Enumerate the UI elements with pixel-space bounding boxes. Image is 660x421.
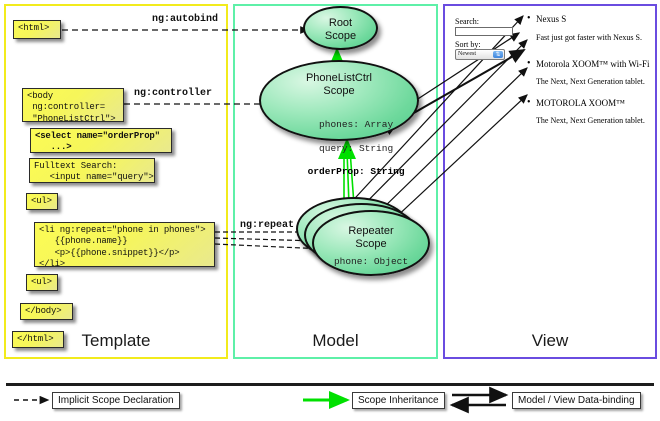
sort-by-value: Newest: [458, 51, 476, 57]
phonelistctrl-scope-props: phones: Array query: String orderProp: S…: [261, 107, 417, 190]
edge-label-ng-autobind: ng:autobind: [152, 14, 219, 25]
legend-data-binding: Model / View Data-binding: [512, 392, 641, 409]
phone-snippet-2: The Next, Next Generation tablet.: [536, 77, 645, 86]
prop-phones: phones: Array: [319, 118, 394, 130]
sort-by-label: Sort by:: [455, 40, 481, 49]
fulltext-search-box: Fulltext Search: <input name="query">: [29, 158, 155, 183]
phone-snippet-1: Fast just got faster with Nexus S.: [536, 33, 642, 42]
sort-by-select[interactable]: Newest ⇅: [455, 49, 505, 60]
edge-label-ng-controller: ng:controller: [134, 88, 213, 99]
repeater-scope-props: phone: Object: [333, 256, 409, 267]
html-close-box: </html>: [12, 331, 64, 348]
phone-snippet-3: The Next, Next Generation tablet.: [536, 116, 645, 125]
html-open-box: <html>: [13, 20, 61, 39]
view-column-label: View: [531, 331, 569, 350]
body-controller-box: <body ng:controller= "PhoneListCtrl">: [22, 88, 124, 124]
search-input[interactable]: [455, 27, 513, 36]
chevron-updown-icon[interactable]: ⇅: [493, 51, 503, 58]
legend-implicit-scope: Implicit Scope Declaration: [52, 392, 180, 409]
prop-query: query: String: [319, 142, 394, 154]
phone-title-3[interactable]: MOTOROLA XOOM™: [527, 97, 625, 108]
legend-scope-inheritance: Scope Inheritance: [352, 392, 445, 409]
li-repeat-box: <li ng:repeat="phone in phones"> {{phone…: [34, 222, 215, 269]
search-label: Search:: [455, 17, 479, 26]
phone-title-2[interactable]: Motorola XOOM™ with Wi-Fi: [527, 58, 650, 69]
ul-close-box: <ul>: [26, 274, 58, 291]
body-close-box: </body>: [20, 303, 73, 320]
legend-divider: [6, 383, 654, 386]
template-column-label: Template: [81, 331, 151, 350]
model-column-label: Model: [312, 331, 359, 350]
prop-orderprop: orderProp: String: [307, 166, 405, 178]
phone-title-1[interactable]: Nexus S: [527, 13, 566, 24]
select-orderprop-box: <select name="orderProp" ...>: [30, 128, 172, 153]
edge-label-ng-repeat: ng:repeat: [240, 220, 295, 231]
ul-open-box: <ul>: [26, 193, 58, 210]
